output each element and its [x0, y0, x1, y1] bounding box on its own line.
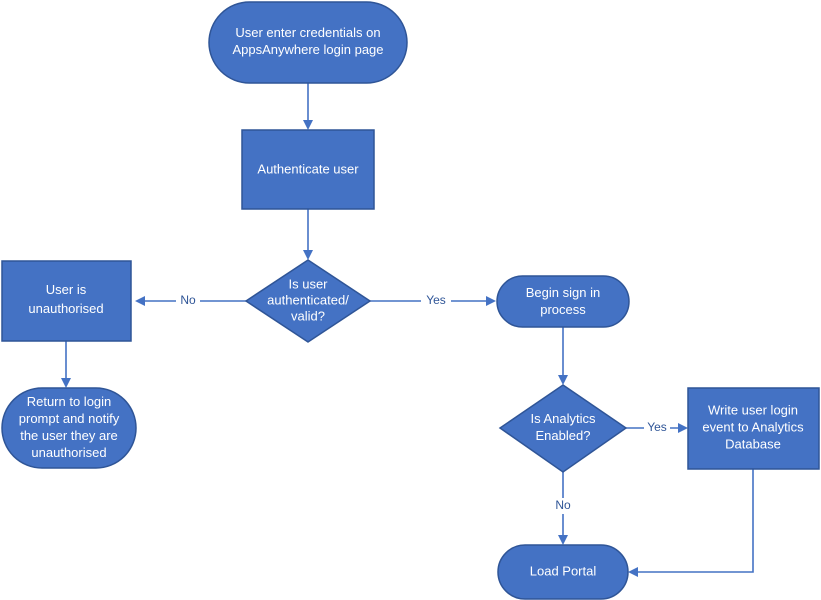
node-text-line: Write user login [708, 402, 798, 417]
edge-label-decision-yes: Yes [426, 293, 446, 307]
node-unauthorised: User is unauthorised [1, 260, 132, 342]
node-sign-in: Begin sign in process [496, 275, 630, 328]
edge-label-decision-no: No [180, 293, 196, 307]
node-text-line: Database [725, 436, 781, 451]
edge-label-bg-analytics-yes [644, 420, 670, 436]
terminal-shape [208, 1, 408, 84]
decision-shape [244, 259, 372, 343]
node-load-portal-text: Load Portal [530, 563, 597, 578]
node-text-line: User is [46, 282, 87, 297]
terminal-shape [1, 387, 137, 469]
terminal-shape [496, 275, 630, 328]
edge-label-bg-decision-yes [421, 293, 451, 309]
node-text-line: authenticated/ [267, 292, 349, 307]
edges-group: No Yes Yes No [61, 83, 754, 577]
node-return-login: Return to login prompt and notify the user… [1, 387, 137, 469]
node-text-line: Begin sign in [526, 285, 600, 300]
node-text-line: Is Analytics [530, 411, 596, 426]
node-text-line: Authenticate user [257, 161, 359, 176]
node-login-text: User enter credentials on AppsAnywhere lo… [232, 25, 383, 57]
node-text-line: prompt and notify [19, 411, 120, 426]
node-text-line: Load Portal [530, 563, 597, 578]
node-text-line: Is user [288, 276, 328, 291]
node-text-line: Return to login [27, 394, 112, 409]
node-unauthorised-text: User is unauthorised [28, 282, 103, 316]
node-authenticate-text: Authenticate user [257, 161, 359, 176]
process-shape [241, 129, 375, 210]
edge-label-bg-analytics-no [551, 498, 575, 514]
node-text-line: AppsAnywhere login page [232, 42, 383, 57]
node-text-line: valid? [291, 308, 325, 323]
node-sign-in-text: Begin sign in process [526, 285, 600, 317]
node-text-line: User enter credentials on [235, 25, 380, 40]
node-text-line: unauthorised [31, 445, 106, 460]
edge-write-to-portal [628, 469, 754, 577]
node-text-line: unauthorised [28, 301, 103, 316]
node-authenticate: Authenticate user [241, 129, 375, 210]
node-text-line: the user they are [20, 428, 118, 443]
decision-shape [498, 384, 628, 473]
terminal-shape [497, 544, 629, 600]
node-text-line: Enabled? [536, 428, 591, 443]
node-login: User enter credentials on AppsAnywhere lo… [208, 1, 408, 84]
edge-label-analytics-yes: Yes [647, 420, 667, 434]
edge-label-bg-decision-no [176, 293, 200, 309]
edge-label-analytics-no: No [555, 498, 571, 512]
node-text-line: process [540, 302, 586, 317]
node-text-line: event to Analytics [702, 419, 804, 434]
process-shape [1, 260, 132, 342]
process-shape [687, 387, 820, 470]
node-return-login-text: Return to login prompt and notify the user… [19, 394, 120, 460]
node-load-portal: Load Portal [497, 544, 629, 600]
